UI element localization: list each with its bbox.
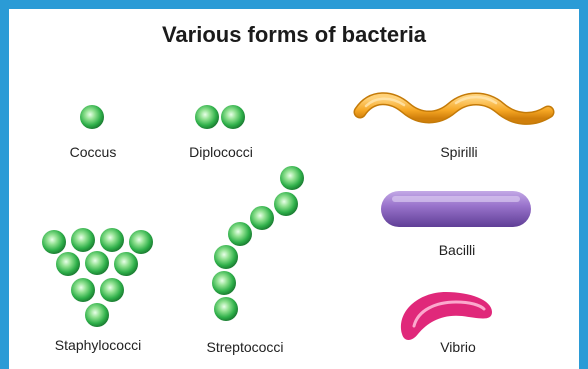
staphylococci-label: Staphylococci xyxy=(55,337,141,353)
coccus-label: Coccus xyxy=(70,144,117,160)
spirilli-label: Spirilli xyxy=(440,144,477,160)
streptococci-cells xyxy=(212,166,304,321)
staphylococci-cells xyxy=(42,228,153,327)
coccus-cell xyxy=(80,105,104,129)
vibrio-cell xyxy=(401,292,492,340)
diplococci-label: Diplococci xyxy=(189,144,253,160)
diplococci-cells xyxy=(195,105,245,129)
vibrio-label: Vibrio xyxy=(440,339,476,355)
spirilli-cell xyxy=(360,97,548,118)
bacilli-label: Bacilli xyxy=(439,242,476,258)
streptococci-label: Streptococci xyxy=(206,339,283,355)
bacilli-cell xyxy=(381,191,531,227)
